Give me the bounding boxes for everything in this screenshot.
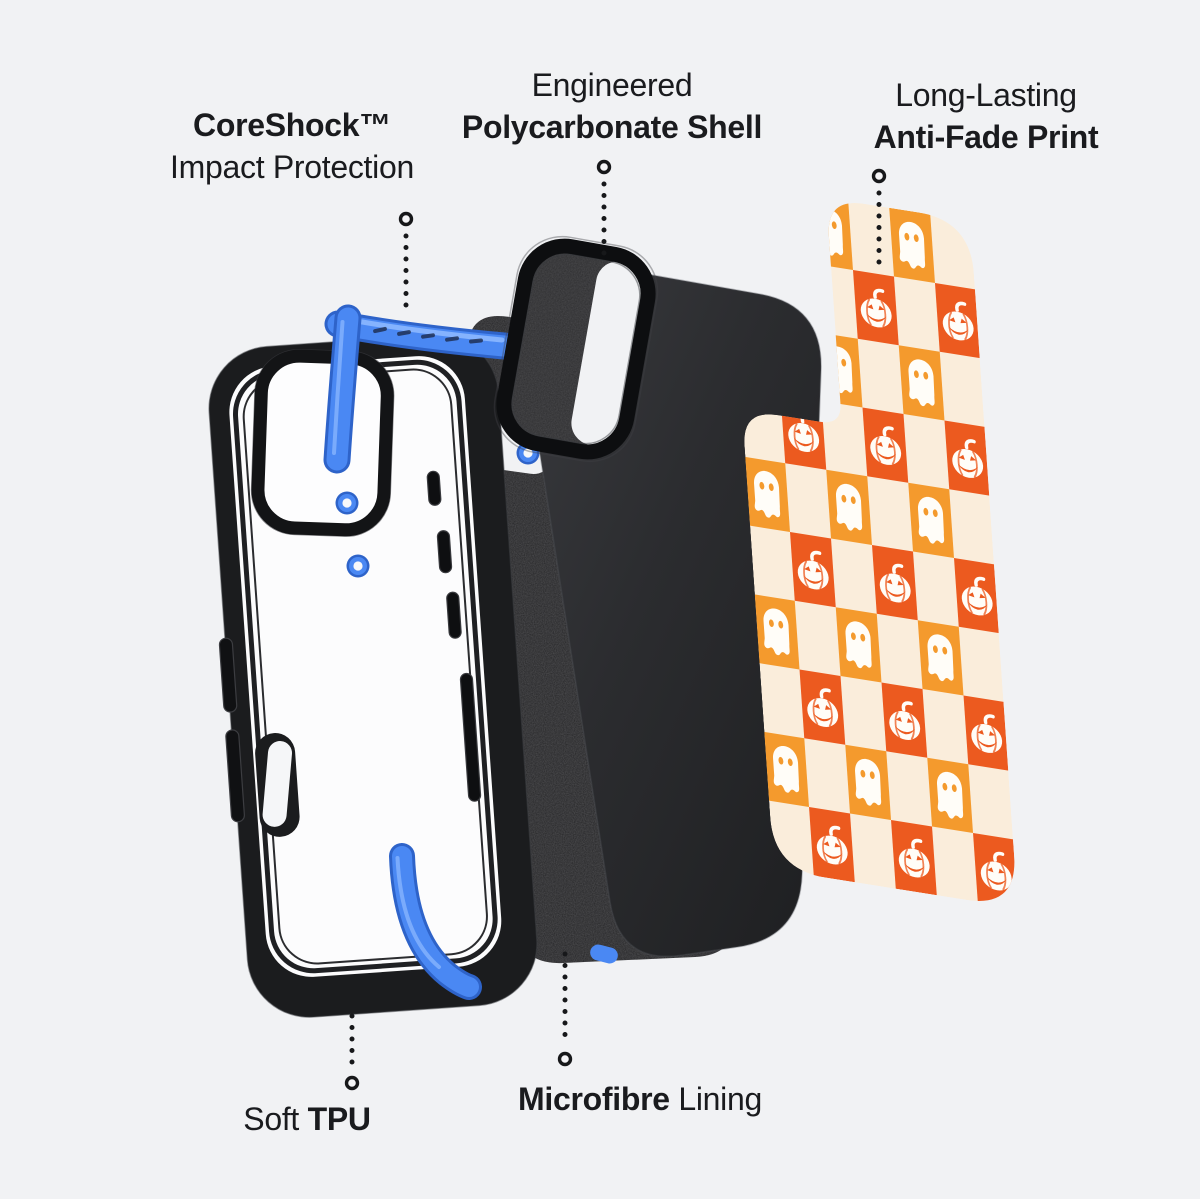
pumpkin-icon — [961, 576, 993, 616]
ghost-icon — [918, 496, 945, 544]
pumpkin-icon — [807, 688, 839, 727]
shell-camera-cutout — [493, 235, 659, 463]
ghost-icon — [773, 745, 800, 793]
pumpkin-icon — [942, 301, 974, 341]
label-text: Microfibre — [518, 1081, 670, 1117]
pumpkin-icon — [860, 288, 892, 328]
pumpkin-icon — [980, 851, 1012, 891]
side-buttons — [218, 637, 245, 823]
ghost-icon — [855, 758, 882, 806]
leader-ring-icon — [596, 159, 612, 175]
pumpkin-icon — [952, 439, 984, 478]
checker-cell — [726, 181, 771, 257]
label-anti-fade-print: Long-Lasting Anti-Fade Print — [874, 74, 1099, 158]
label-text: Lining — [669, 1081, 762, 1117]
tpu-bumper-layer — [208, 334, 538, 1018]
label-soft-tpu: Soft TPU — [243, 1098, 371, 1140]
leader-ring-icon — [398, 211, 414, 227]
ghost-icon — [735, 195, 762, 243]
label-text: Anti-Fade Print — [873, 119, 1099, 155]
label-line: Long-Lasting — [874, 74, 1099, 116]
label-line: Impact Protection — [170, 146, 414, 188]
pumpkin-icon — [879, 563, 911, 603]
label-line: CoreShock™ — [170, 104, 414, 146]
label-text: TPU — [307, 1101, 371, 1137]
label-text: Long-Lasting — [895, 77, 1077, 113]
label-text: Impact Protection — [170, 149, 414, 185]
label-impact-protection: CoreShock™ Impact Protection — [170, 104, 414, 188]
inner-wall-buttons — [426, 470, 482, 802]
grommet-ring-icon — [335, 491, 359, 515]
leader-ring-icon — [557, 1051, 573, 1067]
label-line: Anti-Fade Print — [874, 116, 1099, 158]
ghost-icon — [836, 483, 863, 531]
print-insert-layer — [726, 181, 1018, 909]
pumpkin-icon — [797, 550, 829, 590]
ghost-icon — [845, 621, 872, 669]
pumpkin-icon — [971, 714, 1003, 753]
label-text: CoreShock™ — [193, 107, 391, 143]
lanyard-slot — [255, 733, 300, 837]
label-line: Engineered — [462, 64, 762, 106]
pumpkin-icon — [889, 701, 921, 740]
label-text: Soft — [243, 1101, 308, 1137]
label-microfibre-lining: Microfibre Lining — [518, 1078, 762, 1120]
ghost-icon — [899, 221, 926, 269]
ghost-icon — [908, 359, 935, 407]
ghost-icon — [754, 470, 781, 518]
label-line: Soft TPU — [243, 1098, 371, 1140]
ghost-icon — [927, 634, 954, 682]
leader-ring-icon — [871, 168, 887, 184]
leader-ring-icon — [344, 1075, 360, 1091]
tpu-camera-cutout — [250, 348, 395, 537]
leader-lines — [344, 159, 887, 1091]
label-polycarbonate-shell: Engineered Polycarbonate Shell — [462, 64, 762, 148]
print-pattern — [726, 181, 1018, 909]
ghost-icon — [937, 771, 964, 819]
label-text: Engineered — [531, 67, 693, 103]
pumpkin-icon — [870, 426, 902, 465]
pumpkin-icon — [816, 825, 848, 865]
grommet-ring-icon — [346, 554, 370, 578]
label-text: Polycarbonate Shell — [461, 109, 763, 145]
label-line: Polycarbonate Shell — [462, 106, 762, 148]
pumpkin-icon — [898, 838, 930, 878]
label-line: Microfibre Lining — [518, 1078, 762, 1120]
ghost-icon — [763, 608, 790, 656]
